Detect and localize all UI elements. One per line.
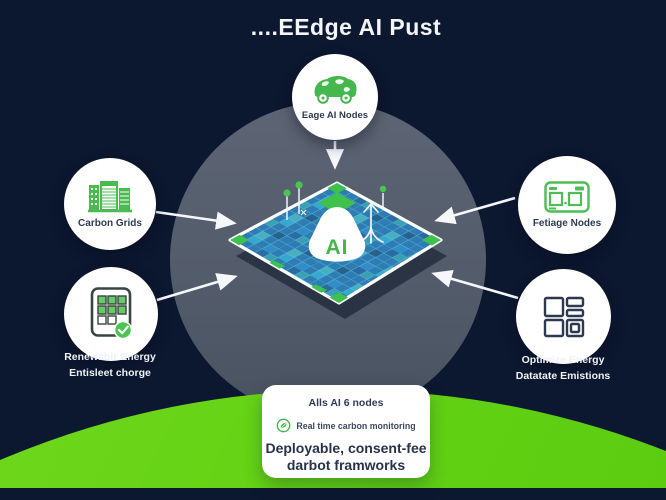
summary-card-line2: darbot framworks	[286, 457, 406, 473]
summary-card-line1: Deployable, consent-fee	[265, 440, 427, 456]
label-optimize-line1: Optimize Energy	[521, 354, 605, 366]
page-title: ....EEdge AI Pust	[250, 14, 442, 40]
node-carbon-grids-label: Carbon Grids	[78, 217, 142, 229]
summary-card-big-text: Deployable, consent-fee darbot framworks	[265, 440, 426, 474]
node-edge-ai-label: Eage AI Nodes	[301, 109, 369, 121]
label-renewable-line1: Renewabir Energy	[64, 351, 156, 363]
eco-vehicle-icon	[314, 75, 357, 104]
label-renewable-line2: Entisleet chorge	[69, 367, 151, 379]
carbon-monitor-row: Real time carbon monitoring	[276, 418, 416, 433]
node-fetiage: Fetiage Nodes	[518, 156, 616, 254]
green-buildings-icon	[88, 180, 132, 212]
label-renewable-energy: Renewabir Energy Entisleet chorge	[30, 349, 190, 381]
label-optimize-line2: Datatate Emistions	[515, 370, 611, 382]
eco-leaf-badge-icon	[276, 418, 291, 433]
node-renewable-energy	[64, 267, 158, 361]
node-edge-ai: Eage AI Nodes	[292, 54, 378, 140]
summary-card: Alls AI 6 nodes Real time carbon monitor…	[262, 385, 430, 478]
server-window-icon	[544, 181, 590, 213]
node-carbon-grids: Carbon Grids	[64, 158, 156, 250]
summary-card-title: Alls AI 6 nodes	[308, 397, 384, 409]
layout-squares-icon	[543, 296, 584, 337]
label-optimize-energy: Optimize Energy Datatate Emistions	[483, 352, 643, 384]
node-optimize-energy	[516, 269, 611, 364]
bottom-navy-band	[0, 488, 666, 500]
backdrop-circle	[170, 102, 486, 418]
carbon-monitor-label: Real time carbon monitoring	[296, 420, 416, 431]
node-fetiage-label: Fetiage Nodes	[532, 218, 602, 229]
solar-panel-check-icon	[90, 287, 133, 340]
